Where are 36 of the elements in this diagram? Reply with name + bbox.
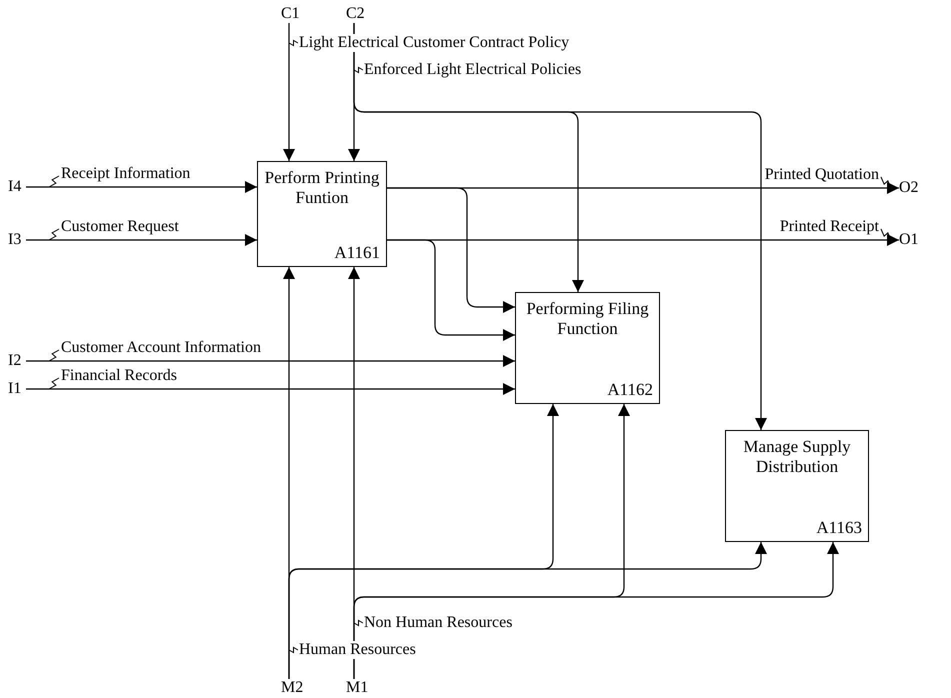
edge-label: Customer Request [60, 218, 180, 236]
arrow-code: I1 [8, 380, 22, 398]
arrow [353, 23, 767, 430]
arrow-code: I3 [8, 231, 22, 249]
activity-name: Manage Supply Distribution [742, 437, 852, 476]
arrow-code: M2 [281, 679, 304, 697]
arrow [353, 542, 839, 679]
arrow [26, 234, 257, 246]
edge-label: Human Resources [298, 641, 417, 659]
arrow-code: I2 [8, 352, 22, 370]
arrow [387, 187, 515, 313]
edge-label: Printed Receipt [778, 218, 880, 236]
activity-number: A1163 [816, 518, 862, 538]
arrow [26, 383, 515, 395]
edge-label: Light Electrical Customer Contract Policy [298, 34, 570, 52]
arrow-code: C2 [346, 5, 365, 23]
activity-box [515, 292, 660, 404]
activity-box [725, 430, 869, 542]
arrow [283, 23, 295, 161]
edge-label: Printed Quotation [764, 166, 880, 184]
activity-name: Performing Filing Function [525, 299, 650, 338]
activity-number: A1161 [334, 243, 380, 263]
arrow [288, 542, 767, 679]
arrow-code: M1 [346, 679, 368, 697]
activity-number: A1162 [607, 380, 653, 400]
arrow-code: O1 [899, 231, 919, 249]
arrow [387, 239, 515, 341]
activity-box [257, 161, 387, 267]
arrow [26, 355, 515, 367]
edge-label: Receipt Information [60, 165, 192, 183]
edge-label: Enforced Light Electrical Policies [363, 61, 582, 79]
arrow [26, 181, 257, 193]
arrow-code: O2 [899, 179, 919, 197]
activity-name: Perform Printing Funtion [264, 168, 380, 208]
arrow-code: I4 [8, 178, 22, 196]
arrow-code: C1 [281, 5, 300, 23]
